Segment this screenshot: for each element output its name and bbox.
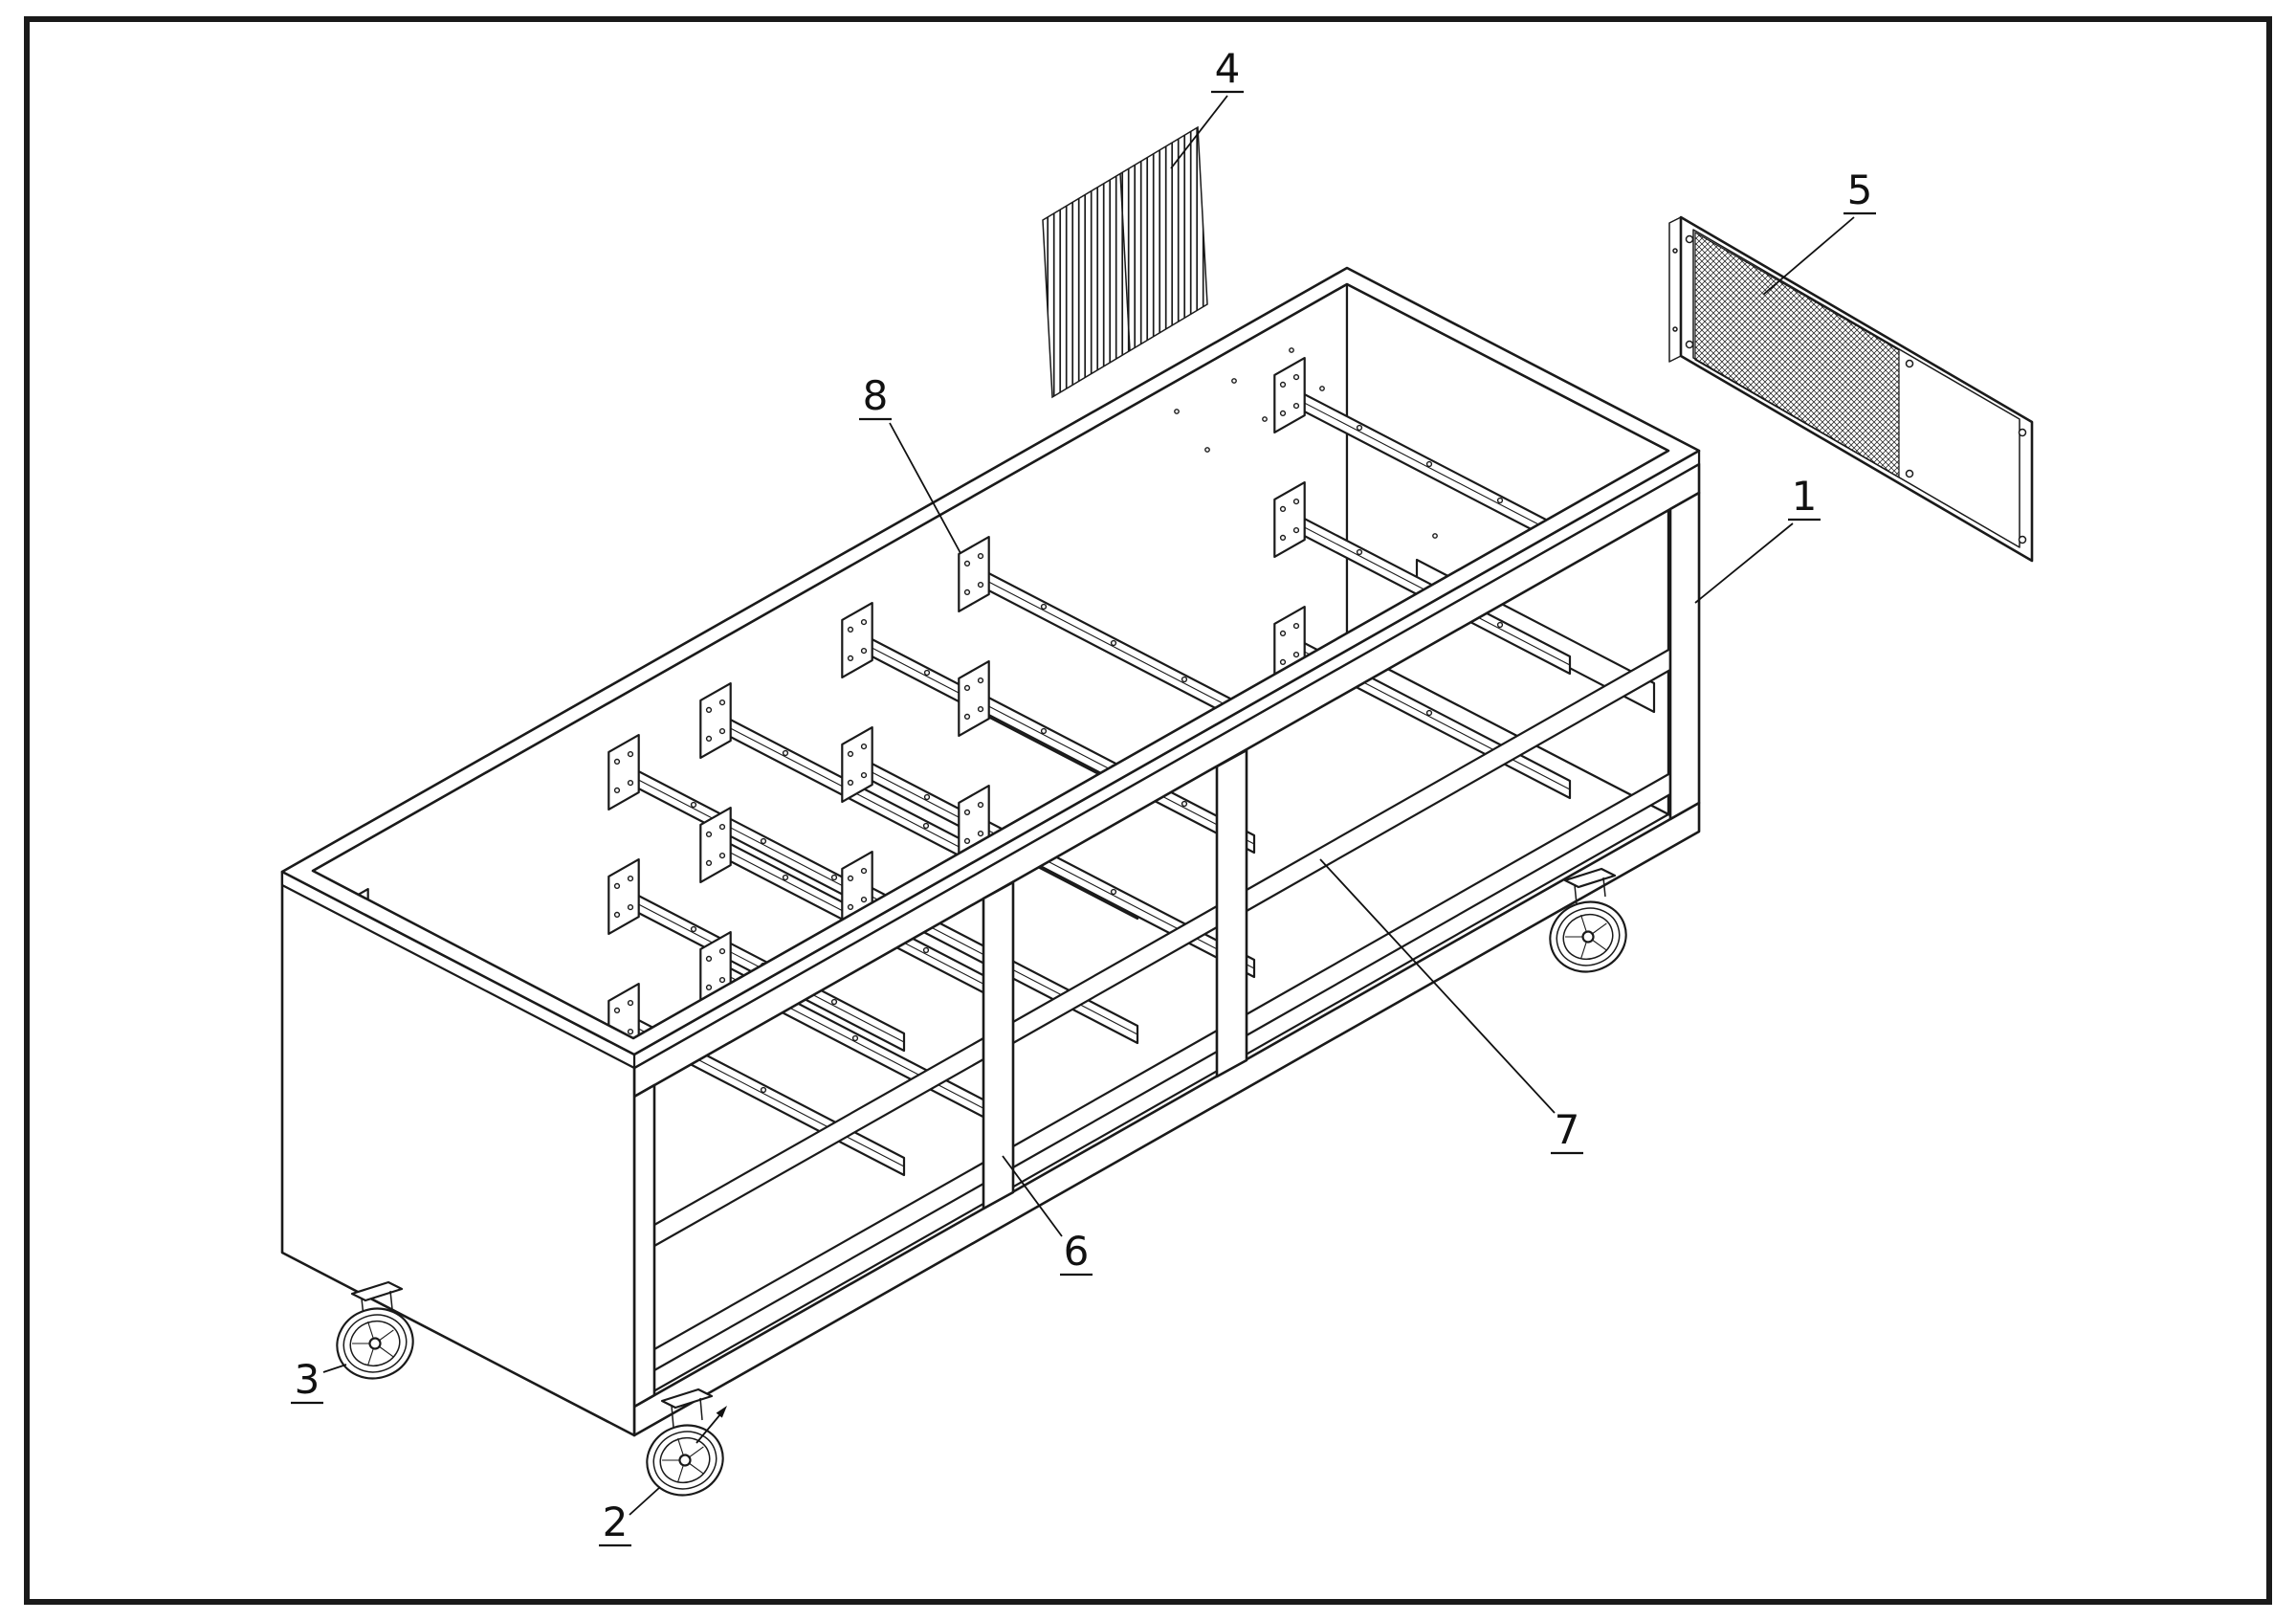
callout-5: 5: [1762, 167, 1876, 296]
panel-flange: [1668, 216, 1682, 363]
mounting-hole: [1905, 359, 1914, 368]
flange-hole: [1672, 326, 1678, 332]
corner-post-right: [1668, 491, 1701, 821]
callout-4: 4: [1170, 45, 1244, 169]
callout-label: 1: [1792, 473, 1818, 520]
grille-divider: [1119, 172, 1131, 351]
callout-label: 2: [603, 1499, 629, 1545]
top-rim: [280, 266, 1701, 1070]
callout-7: 7: [1319, 858, 1583, 1155]
callout-label: 3: [295, 1356, 320, 1403]
caster-plate: [350, 1280, 404, 1302]
callout-8: 8: [859, 372, 961, 554]
caster-rear-left: [326, 1280, 424, 1389]
divider-post-left: [982, 880, 1015, 1210]
caster-fork: [1574, 884, 1578, 905]
callout-leader: [1002, 1155, 1063, 1237]
front-frame: [632, 462, 1701, 1437]
callout-label: 4: [1215, 45, 1241, 92]
caster-wheel: [636, 1414, 734, 1506]
mounting-hole: [1685, 234, 1694, 244]
arrow-shaft: [695, 1413, 721, 1444]
grille-panel: [1042, 125, 1208, 399]
caster-front: [636, 1388, 734, 1506]
mesh-area: [1694, 231, 1900, 479]
panel-inner-frame: [1692, 229, 2020, 548]
caster-plate: [660, 1388, 714, 1410]
mounting-hole: [1685, 340, 1694, 349]
callout-leader: [1170, 95, 1228, 169]
caster-fork: [1602, 877, 1606, 898]
callout-label: 5: [1847, 167, 1873, 213]
caster-fork: [671, 1405, 674, 1429]
perforated-panel: [1668, 215, 2034, 563]
callout-2: 2: [599, 1486, 661, 1547]
callout-leader: [1694, 522, 1794, 604]
callout-6: 6: [1002, 1155, 1093, 1277]
divider-post-right: [1215, 748, 1248, 1078]
drawing-border: [24, 16, 2272, 1605]
callout-leader: [1762, 216, 1855, 296]
mounting-hole: [1905, 469, 1914, 478]
callout-1: 1: [1694, 473, 1821, 604]
mounting-hole: [2018, 428, 2027, 437]
callout-leader: [629, 1486, 661, 1516]
callout-leader: [322, 1364, 347, 1373]
flange-hole: [1672, 248, 1678, 254]
caster-right: [1539, 867, 1637, 983]
corner-post-left: [632, 1083, 656, 1409]
callout-label: 8: [863, 372, 889, 419]
callouts: 4 5 1 8 6 7 3: [291, 45, 1876, 1547]
callout-label: 7: [1555, 1106, 1580, 1153]
callout-3: 3: [291, 1356, 347, 1405]
caster-plate: [1563, 867, 1617, 889]
callout-label: 6: [1064, 1228, 1090, 1275]
arrow-head: [716, 1406, 727, 1418]
rim-band: [280, 266, 1701, 1056]
mounting-hole: [2018, 535, 2027, 544]
caster-fork: [389, 1290, 393, 1310]
callout-leader: [1319, 858, 1556, 1114]
direction-arrow: [695, 1406, 727, 1444]
callout-leader: [889, 422, 961, 554]
caster-fork: [699, 1397, 703, 1421]
